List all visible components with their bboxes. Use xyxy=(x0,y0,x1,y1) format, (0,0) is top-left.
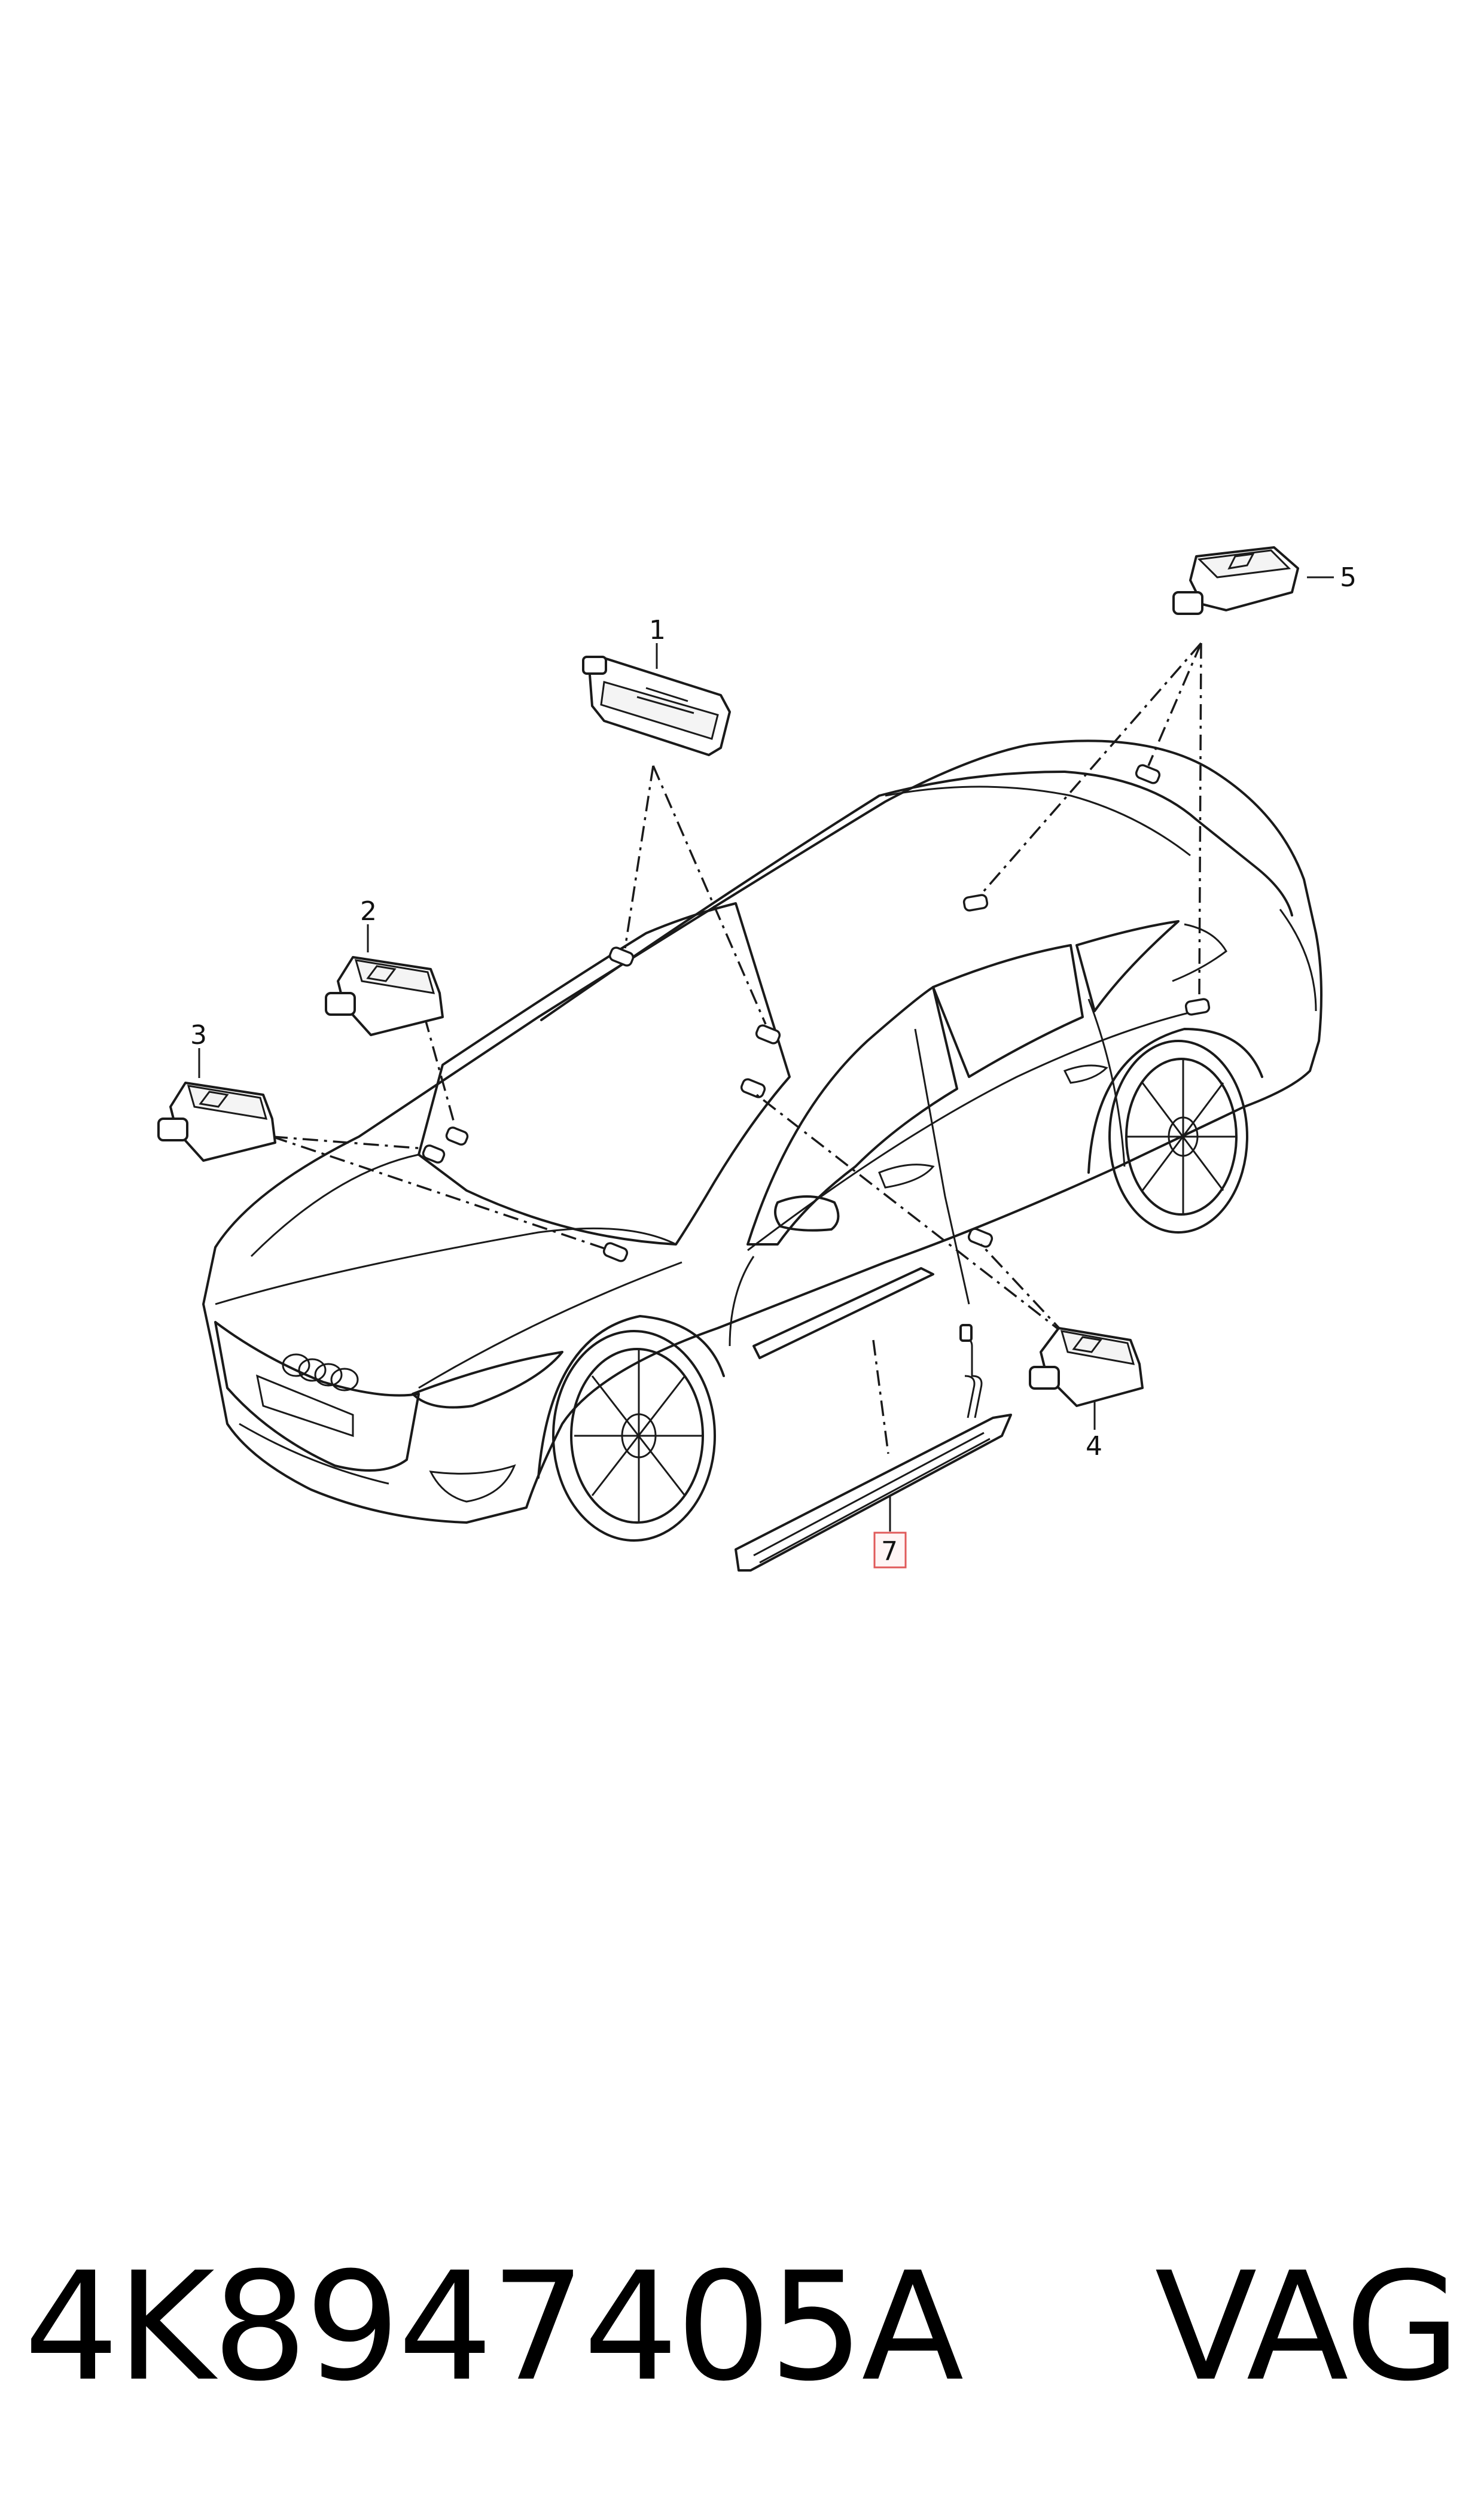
part-1-lamp xyxy=(582,656,731,756)
rear-wheel xyxy=(1108,1040,1248,1234)
callout-7: 7 xyxy=(881,1536,898,1567)
callout-5: 5 xyxy=(1340,562,1357,593)
mount-slots xyxy=(422,764,1211,1262)
part-7-sill-trim xyxy=(735,1324,1012,1572)
part-4-module xyxy=(1029,1327,1144,1407)
callout-4: 4 xyxy=(1086,1431,1102,1462)
part-3-module xyxy=(157,1082,276,1162)
audi-rings-logo xyxy=(282,1353,359,1392)
part-number: 4K8947405A xyxy=(24,2240,964,2414)
part-5-module xyxy=(1172,546,1299,615)
car-illustration xyxy=(202,739,1323,1542)
brand-label: VAG xyxy=(1154,2240,1461,2414)
callout-2: 2 xyxy=(360,896,377,927)
leader-lines xyxy=(198,576,1334,1531)
callout-1: 1 xyxy=(649,615,666,646)
part-2-module xyxy=(325,956,444,1036)
callout-3: 3 xyxy=(190,1020,207,1051)
front-wheel xyxy=(552,1330,716,1542)
callout-7-highlight-box xyxy=(873,1531,907,1569)
footer: 4K8947405A VAG xyxy=(24,2231,1461,2423)
